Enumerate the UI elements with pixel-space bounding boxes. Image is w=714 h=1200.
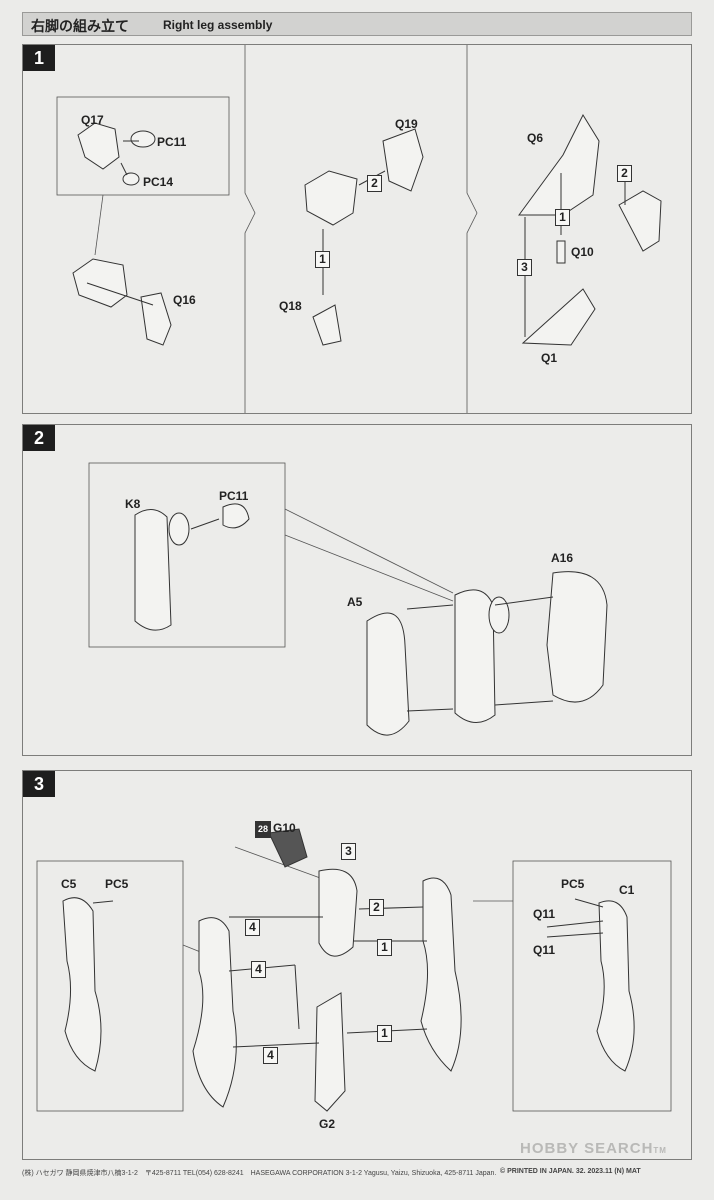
order-number: 1 <box>315 251 330 268</box>
part-label-q6: Q6 <box>527 131 544 145</box>
part-label-q18: Q18 <box>279 299 302 313</box>
step-number: 3 <box>23 771 55 797</box>
part-label-pc14: PC14 <box>143 175 174 189</box>
section-title-en: Right leg assembly <box>163 18 273 32</box>
part-label-q11-upper: Q11 <box>533 907 556 921</box>
step-1-panel: 1 <box>22 44 692 414</box>
part-label-q11-lower: Q11 <box>533 943 556 957</box>
section-title-jp: 右脚の組み立て <box>31 19 129 35</box>
order-number: 3 <box>517 259 532 276</box>
section-header: 右脚の組み立て Right leg assembly <box>22 12 692 36</box>
step-1-illustration <box>56 45 662 413</box>
part-label-pc5-left: PC5 <box>105 877 129 891</box>
step-number: 1 <box>23 45 55 71</box>
watermark-text: HOBBY SEARCH <box>520 1140 654 1157</box>
paint-code-badge: 28 <box>255 821 271 838</box>
part-label-k8: K8 <box>125 497 141 511</box>
step-number: 2 <box>23 425 55 451</box>
step-3-illustration <box>36 828 672 1112</box>
step-3-panel: 3 28 G10 C5 PC5 <box>22 770 692 1160</box>
step-2-illustration <box>88 462 608 736</box>
part-label-c1: C1 <box>619 883 635 897</box>
order-number: 1 <box>377 1025 392 1042</box>
part-label-pc11: PC11 <box>219 489 249 503</box>
order-number: 4 <box>251 961 266 978</box>
footer-company-info: (株) ハセガワ 静岡県焼津市八楠3-1-2 〒425-8711 TEL(054… <box>22 1170 497 1177</box>
part-label-c5: C5 <box>61 877 77 891</box>
part-label-a16: A16 <box>551 551 574 565</box>
part-label-q19: Q19 <box>395 117 418 131</box>
order-number: 1 <box>377 939 392 956</box>
part-label-pc5-right: PC5 <box>561 877 585 891</box>
order-number: 2 <box>367 175 382 192</box>
watermark-logo: HOBBY SEARCHTM <box>520 1140 667 1157</box>
part-label-g2: G2 <box>319 1117 336 1131</box>
watermark-tm: TM <box>653 1146 667 1155</box>
order-number: 3 <box>341 843 356 860</box>
order-number: 2 <box>369 899 384 916</box>
part-label-q1: Q1 <box>541 351 558 365</box>
part-label-q16: Q16 <box>173 293 196 307</box>
order-number: 4 <box>245 919 260 936</box>
footer-print-info: © PRINTED IN JAPAN. 32. 2023.11 (N) MAT <box>500 1168 641 1175</box>
part-label-q10: Q10 <box>571 245 594 259</box>
part-label-g10: G10 <box>273 821 296 835</box>
step-2-panel: 2 K8 PC11 A5 A16 <box>22 424 692 756</box>
order-number: 2 <box>617 165 632 182</box>
part-label-q17: Q17 <box>81 113 104 127</box>
part-label-pc11: PC11 <box>157 135 187 149</box>
order-number: 4 <box>263 1047 278 1064</box>
part-label-a5: A5 <box>347 595 363 609</box>
order-number: 1 <box>555 209 570 226</box>
